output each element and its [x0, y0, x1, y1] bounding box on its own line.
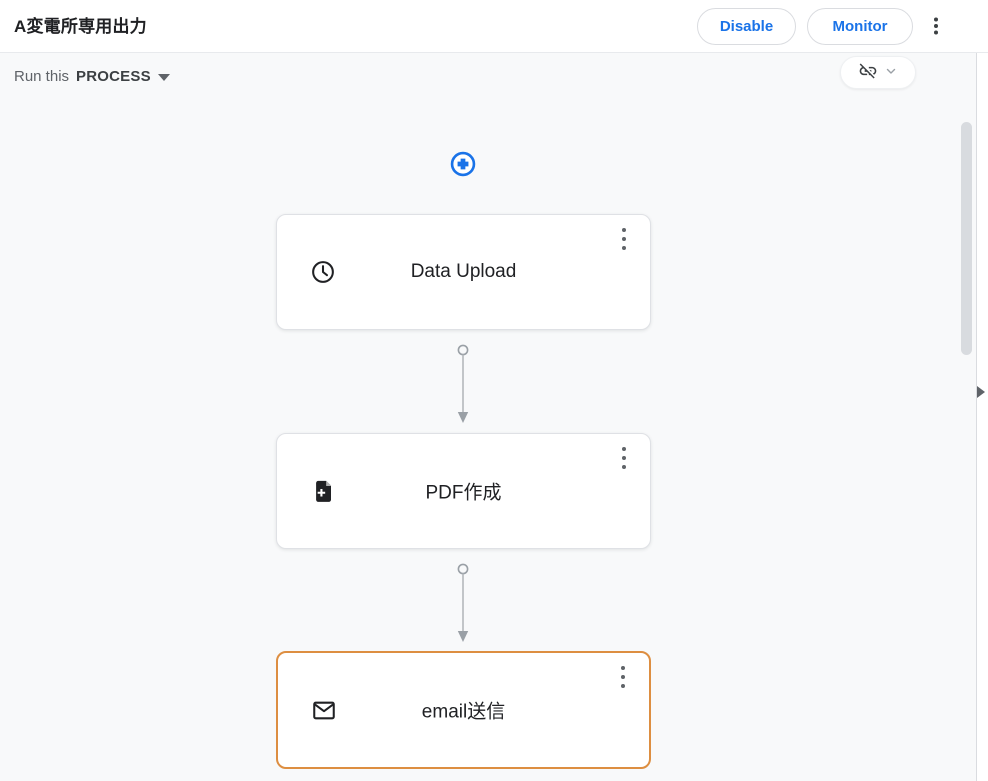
- step-kebab-menu-button[interactable]: [612, 224, 636, 256]
- kebab-menu-icon: [928, 16, 944, 39]
- add-step-button[interactable]: [449, 150, 477, 178]
- header-bar: A変電所専用出力 Disable Monitor: [0, 0, 988, 53]
- expand-right-icon: [977, 386, 985, 398]
- file-add-icon: [310, 478, 336, 504]
- step-label: PDF作成: [425, 482, 502, 504]
- process-step-card-data-upload[interactable]: Data Upload: [276, 214, 651, 330]
- chevron-down-icon: [884, 64, 898, 81]
- connector-arrow: [457, 563, 469, 642]
- disable-button[interactable]: Disable: [697, 8, 796, 45]
- right-panel-collapsed-strip: [976, 53, 988, 781]
- header-kebab-menu-button[interactable]: [923, 13, 948, 41]
- step-label: Data Upload: [410, 261, 517, 282]
- monitor-button[interactable]: Monitor: [807, 8, 913, 45]
- expand-panel-button[interactable]: [977, 384, 988, 400]
- visibility-toggle-button[interactable]: [840, 56, 916, 89]
- add-circle-icon: [449, 151, 477, 181]
- step-kebab-menu-button[interactable]: [612, 443, 636, 475]
- workflow-canvas: Run this PROCESS: [0, 53, 976, 781]
- connector-arrow: [457, 344, 469, 423]
- caret-down-icon: [157, 73, 170, 81]
- link-off-icon: [858, 61, 878, 84]
- vertical-scrollbar[interactable]: [961, 122, 972, 355]
- mail-icon: [311, 697, 337, 723]
- clock-icon: [310, 259, 336, 285]
- page-title: A変電所専用出力: [14, 17, 147, 36]
- process-step-card-email[interactable]: email送信: [276, 651, 651, 769]
- run-this-process-dropdown[interactable]: Run this PROCESS: [14, 63, 170, 89]
- run-this-label: Run this: [14, 67, 70, 85]
- process-label: PROCESS: [76, 67, 151, 85]
- step-kebab-menu-button[interactable]: [611, 662, 635, 694]
- step-label: email送信: [421, 701, 506, 723]
- process-step-card-pdf[interactable]: PDF作成: [276, 433, 651, 549]
